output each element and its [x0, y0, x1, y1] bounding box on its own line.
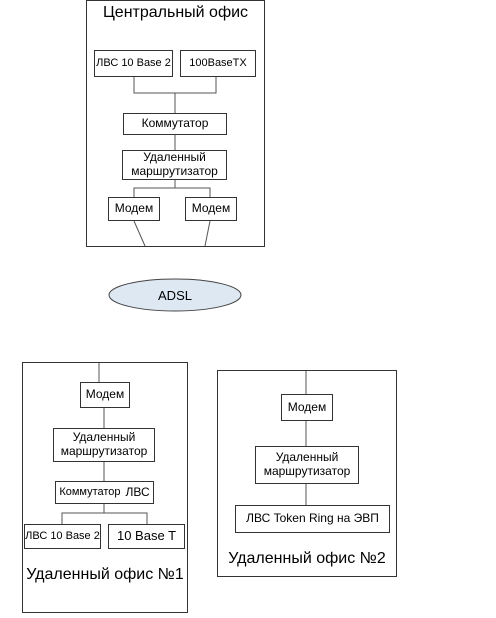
r2-router-box: Удаленный маршрутизатор	[255, 446, 359, 484]
router-label-line1: Удаленный	[143, 150, 206, 165]
r2-router-label-line2: маршрутизатор	[263, 464, 351, 478]
lan-100basetx-box: 100BaseTX	[180, 50, 256, 77]
remote-office-2-frame	[217, 370, 397, 577]
wire-r1-switch-lans	[61, 504, 148, 524]
r2-router-label-line1: Удаленный	[275, 450, 339, 465]
remote-office-1-frame	[22, 362, 188, 613]
r1-switch-box: Коммутатор ЛВС	[55, 481, 154, 504]
wire-router-to-modems	[133, 180, 211, 197]
router-label-line2: маршрутизатор	[131, 164, 218, 178]
r1-switch-lan-label: ЛВС	[125, 484, 150, 499]
central-office-title: Центральный офис	[102, 4, 249, 21]
r2-modem-box: Модем	[281, 394, 333, 421]
r1-router-label-line2: маршрутизатор	[60, 444, 148, 458]
wire-modem-left-down	[133, 220, 146, 247]
adsl-cloud-icon	[108, 278, 242, 312]
remote-office-2-title: Удаленный офис №2	[228, 550, 386, 567]
switch-box: Коммутатор	[123, 113, 227, 135]
router-box: Удаленный маршрутизатор	[122, 150, 227, 180]
r1-modem-box: Модем	[80, 382, 130, 408]
central-office-frame	[86, 0, 265, 247]
r1-router-box: Удаленный маршрутизатор	[53, 428, 155, 462]
r1-router-label-line1: Удаленный	[72, 430, 136, 445]
modem-right-box: Модем	[185, 197, 237, 221]
lan-10base2-box: ЛВС 10 Base 2	[94, 50, 173, 77]
r1-lan-10baset-box: 10 Base T	[108, 524, 185, 549]
r1-switch-label: Коммутатор	[59, 486, 121, 499]
r2-lan-token-ring-box: ЛВС Token Ring на ЭВП	[235, 505, 390, 533]
modem-left-box: Модем	[108, 197, 160, 221]
wire-modem-right-down	[204, 220, 211, 247]
remote-office-1-title: Удаленный офис №1	[26, 566, 184, 583]
r1-lan-10base2-box: ЛВС 10 Base 2	[24, 524, 101, 549]
adsl-label: ADSL	[158, 287, 192, 303]
